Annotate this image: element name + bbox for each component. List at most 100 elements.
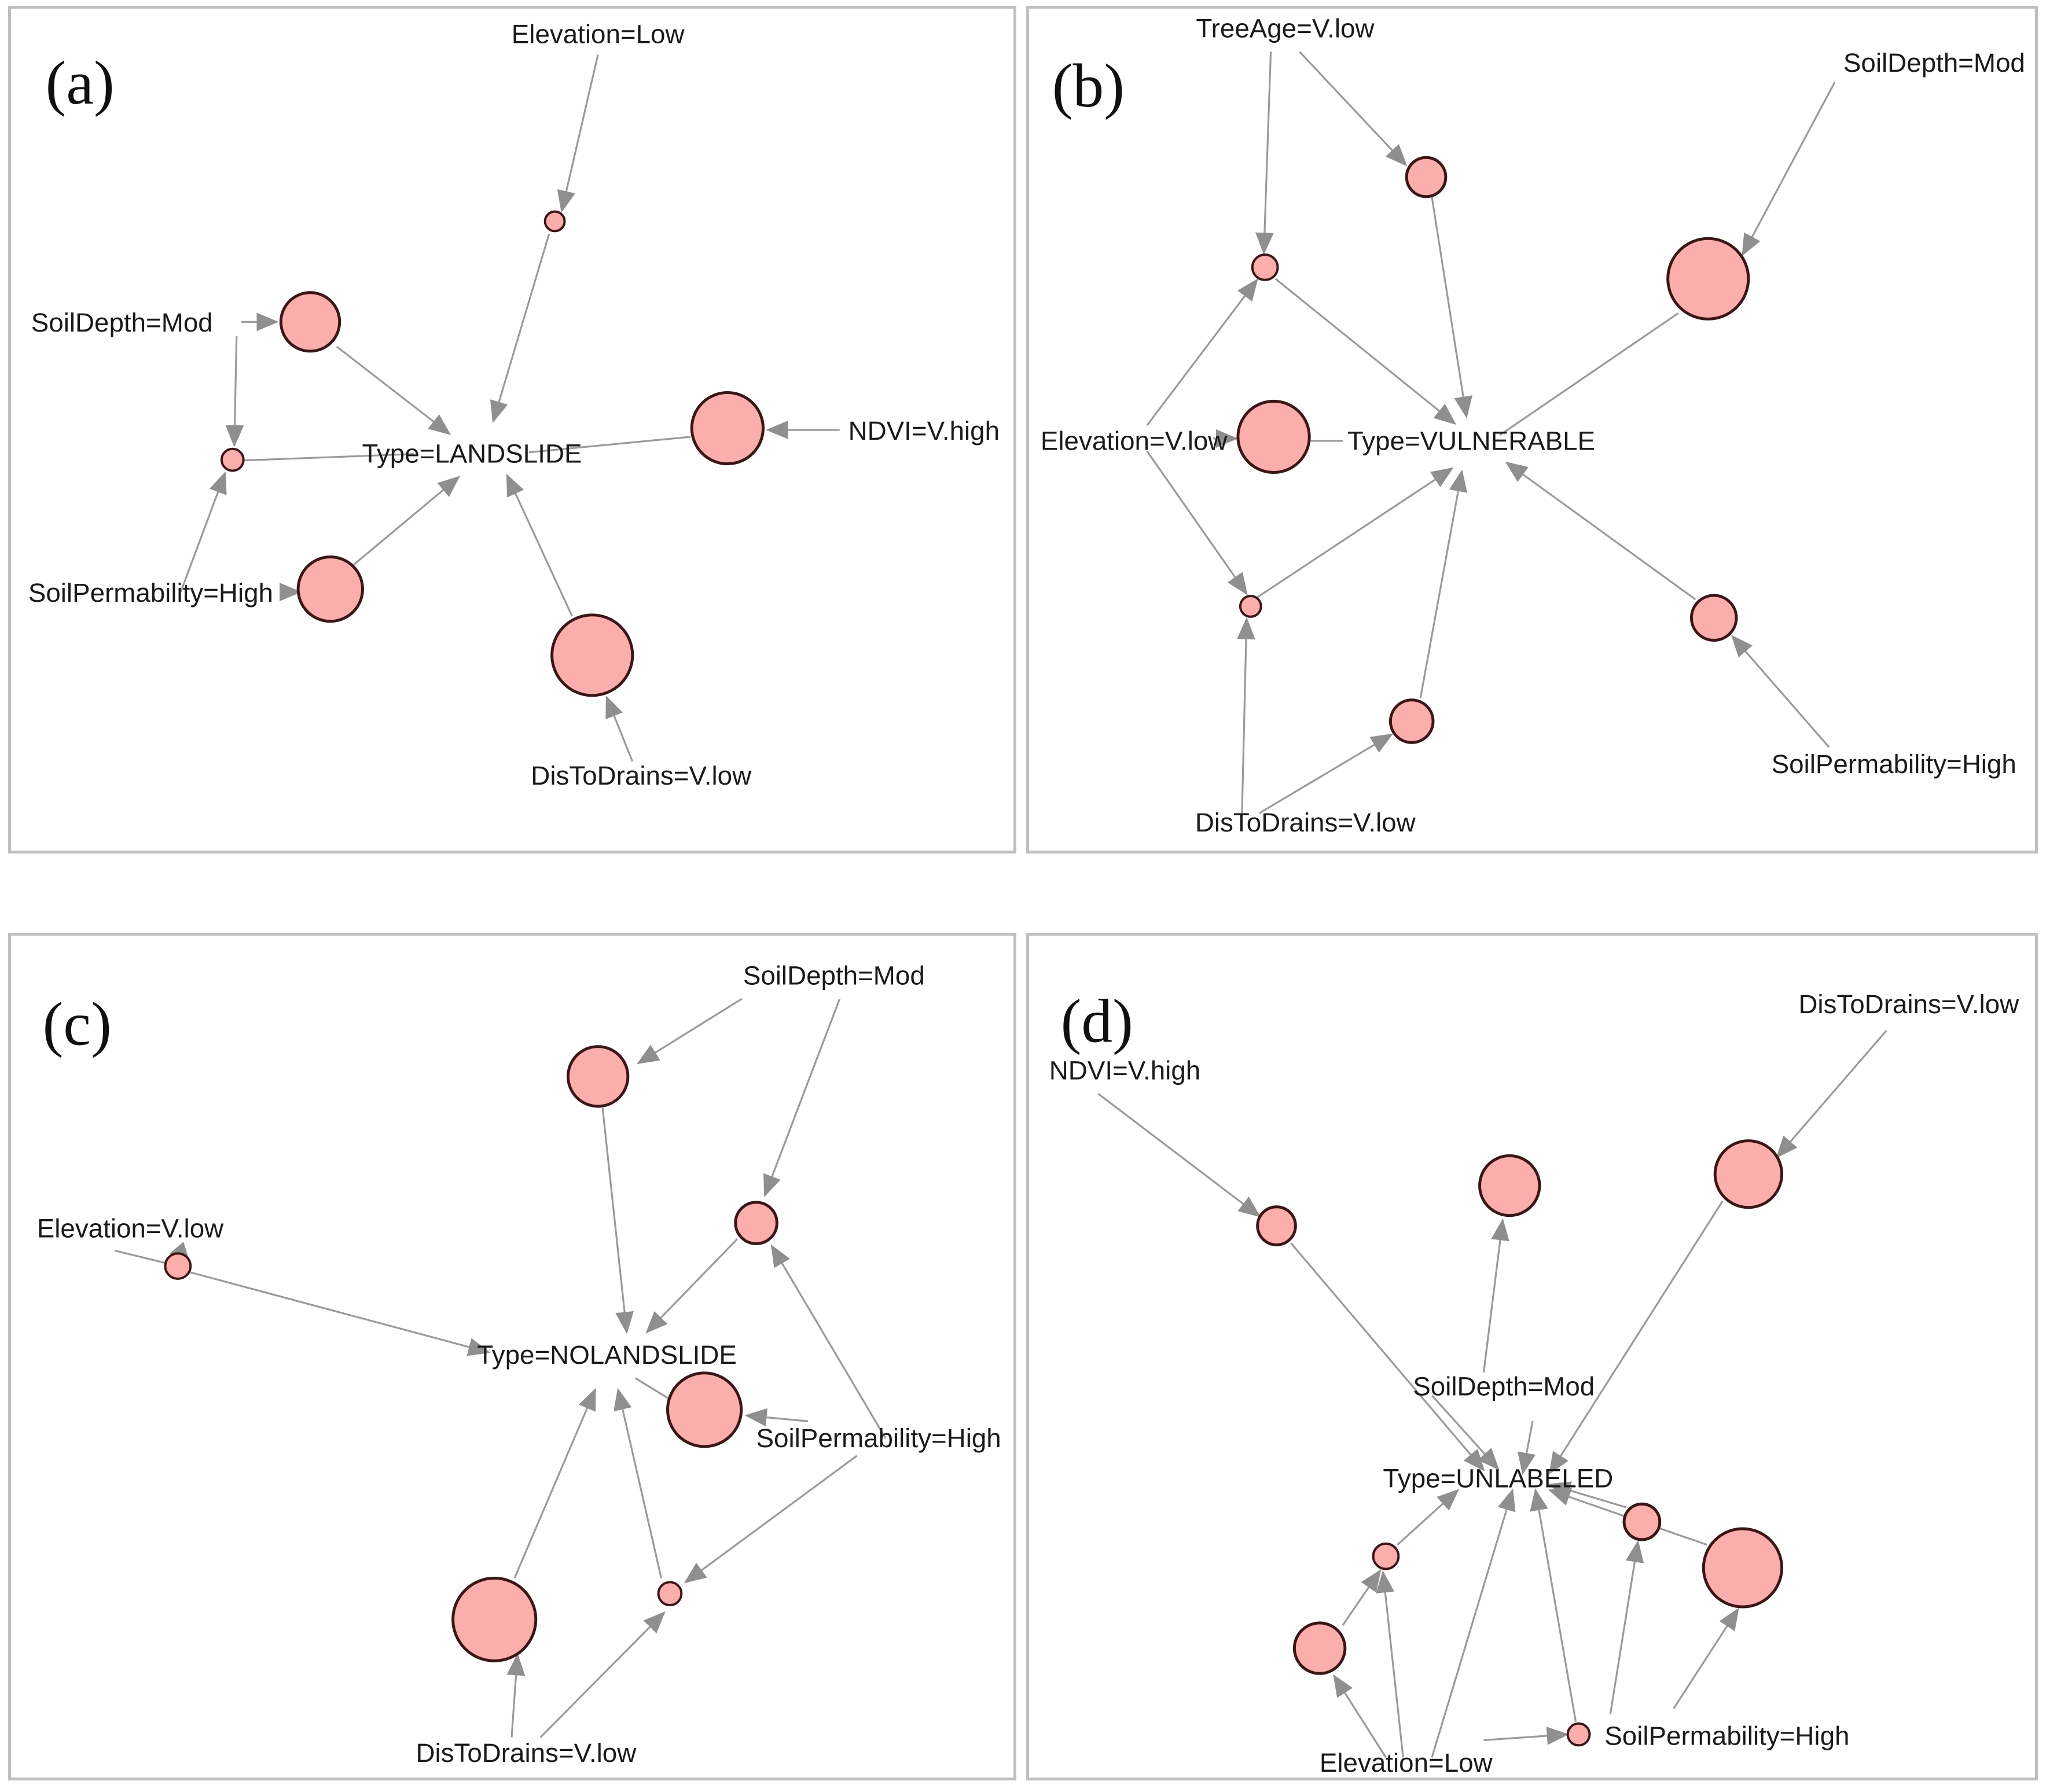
distodrains-junction[interactable] [657, 1581, 683, 1607]
label-elevation-vlow: Elevation=V.low [37, 1213, 224, 1243]
edge-soildepth-label-to-top-node [1482, 1218, 1509, 1373]
edge-distodrains-label-to-node [1776, 1029, 1887, 1158]
panel-b-graph: (b) TreeAge=V.low SoilDepth=Mod Elevatio… [1041, 14, 2025, 838]
treeage-vlow-node[interactable] [1405, 156, 1448, 198]
edge-soilperm-label-to-node [1731, 635, 1830, 748]
center-label-vulnerable: Type=VULNERABLE [1347, 426, 1595, 456]
soilperm-high-node[interactable] [296, 555, 364, 623]
panel-c: (c) SoilDepth=Mod Elevation=V.low SoilPe… [8, 933, 1016, 1780]
soilperm-junction-node[interactable] [1566, 1722, 1591, 1747]
node-group [164, 1045, 778, 1662]
edge-large-node-to-nolandslide [634, 1377, 669, 1399]
edge-elevation-to-tiny-node [1146, 278, 1258, 426]
edge-soilperm-label-to-tiny-node [1483, 1727, 1569, 1745]
label-elevation-vlow: Elevation=V.low [1041, 426, 1228, 456]
edge-treeage-to-small-node [1299, 51, 1408, 167]
panel-d: (d) NDVI=V.high DisToDrains=V.low SoilDe… [1026, 933, 2038, 1780]
edge-distodrains-to-tiny-node [1237, 617, 1255, 814]
right-small-node[interactable] [1622, 1502, 1662, 1541]
edge-elevation-node-to-left-junction [1342, 1569, 1382, 1626]
panel-letter-a: (a) [46, 49, 115, 117]
edge-soilperm-node-to-vulnerable [1505, 461, 1696, 601]
edge-bottom-tiny-to-vulnerable [1257, 467, 1454, 598]
soildepth-junction-node[interactable] [734, 1201, 778, 1245]
elevation-low-node[interactable] [1292, 1621, 1347, 1675]
distodrains-junction[interactable] [1239, 595, 1262, 618]
edge-left-junction-to-unlabeled [1397, 1489, 1460, 1546]
label-distodrains-vlow: DisToDrains=V.low [416, 1738, 637, 1768]
distodrains-vlow-node[interactable] [451, 1576, 538, 1662]
edge-group [1146, 51, 1836, 814]
soilperm-high-node[interactable] [1689, 594, 1738, 642]
soilperm-high-node[interactable] [666, 1371, 743, 1448]
ndvi-vhigh-node[interactable] [1256, 1205, 1297, 1246]
edge-ndvi-node-to-unlabeled [1290, 1242, 1485, 1472]
edge-distodrains-to-medium-node [1258, 733, 1394, 814]
right-large-node[interactable] [1702, 1527, 1784, 1609]
label-elevation-low: Elevation=Low [1320, 1748, 1493, 1778]
panel-c-graph: (c) SoilDepth=Mod Elevation=V.low SoilPe… [37, 961, 1001, 1768]
node-group [1236, 156, 1750, 744]
panel-b: (b) TreeAge=V.low SoilDepth=Mod Elevatio… [1026, 6, 2038, 853]
label-soildepth-mod: SoilDepth=Mod [743, 961, 925, 990]
label-soilpermability-high: SoilPermability=High [1772, 749, 2016, 779]
edge-soildepth-node-to-landslide [336, 345, 451, 435]
panel-letter-c: (c) [43, 990, 112, 1059]
elevation-low-node[interactable] [543, 210, 566, 233]
edge-elevation-label-to-unlabeled [1431, 1488, 1516, 1758]
center-label-landslide: Type=LANDSLIDE [362, 439, 582, 469]
distodrains-vlow-node[interactable] [1713, 1139, 1784, 1209]
edge-elevation-label-to-node [1333, 1674, 1387, 1758]
edge-elevation-to-bottom-tiny-node [1146, 450, 1248, 595]
soildepth-top-node[interactable] [1478, 1154, 1541, 1217]
label-distodrains-vlow: DisToDrains=V.low [1798, 989, 2019, 1019]
panel-d-graph: (d) NDVI=V.high DisToDrains=V.low SoilDe… [1049, 987, 2019, 1778]
soilperm-junction-node[interactable] [220, 447, 245, 472]
edge-soilperm-label-to-small-node [1609, 1540, 1644, 1715]
edge-distodrains-to-large-node [506, 1653, 526, 1738]
label-soilpermability-high: SoilPermability=High [756, 1423, 1001, 1453]
edge-large-node-to-nolandslide-2 [513, 1388, 596, 1578]
edge-soildepth-label-to-node [1742, 82, 1836, 256]
left-junction-node[interactable] [1372, 1542, 1400, 1570]
edge-elevation-label-line [114, 1249, 167, 1264]
edge-medium-node-to-vulnerable [1419, 469, 1468, 699]
edge-ndvi-label-to-node [1097, 1092, 1261, 1217]
ndvi-vhigh-node[interactable] [690, 391, 765, 466]
edge-soildepth-node-to-vulnerable [1499, 312, 1679, 436]
label-soildepth-mod: SoilDepth=Mod [31, 308, 213, 337]
edge-group [1097, 1029, 1887, 1758]
edge-small-node-to-nolandslide [645, 1238, 738, 1334]
label-soilpermability-high: SoilPermability=High [1604, 1721, 1849, 1750]
edge-tiny-node-to-nolandslide [190, 1271, 491, 1356]
edge-soildepth-label-to-small-node [763, 998, 841, 1197]
label-soilpermability-high: SoilPermability=High [28, 578, 273, 608]
edge-group [179, 54, 840, 762]
label-distodrains-vlow: DisToDrains=V.low [1195, 808, 1416, 837]
soildepth-mod-node[interactable] [279, 291, 341, 353]
edge-small-node-to-vulnerable [1431, 197, 1472, 419]
edge-distodrains-to-tiny-node [539, 1611, 666, 1738]
edge-group [114, 998, 887, 1738]
node-group [220, 210, 765, 697]
label-ndvi-vhigh: NDVI=V.high [848, 416, 1000, 446]
treeage-junction-node[interactable] [1251, 253, 1279, 281]
elevation-vlow-node[interactable] [164, 1252, 192, 1280]
edge-distodrains-node-to-unlabeled [1549, 1200, 1724, 1475]
panel-letter-d: (d) [1061, 987, 1133, 1056]
elevation-vlow-node[interactable] [1236, 399, 1311, 474]
label-soildepth-mod: SoilDepth=Mod [1843, 48, 2025, 78]
label-soildepth-mod: SoilDepth=Mod [1413, 1372, 1595, 1401]
label-elevation-low: Elevation=Low [512, 20, 685, 49]
distodrains-vlow-node[interactable] [1389, 698, 1435, 744]
edge-elevation-low-to-node [557, 54, 599, 213]
soildepth-mod-node[interactable] [1666, 237, 1750, 321]
soildepth-mod-node[interactable] [566, 1045, 630, 1108]
edge-soildepth-to-junction [225, 336, 244, 447]
edge-ndvi-node-to-landslide [528, 436, 691, 454]
center-label-nolandslide: Type=NOLANDSLIDE [477, 1340, 737, 1370]
distodrains-vlow-node[interactable] [550, 613, 634, 697]
edge-tiny-node-to-nolandslide-2 [614, 1388, 663, 1578]
edge-soilperm-to-junction [179, 471, 227, 593]
panel-a: (a) Elevation=Low SoilDepth=Mod NDVI=V.h… [8, 6, 1016, 853]
